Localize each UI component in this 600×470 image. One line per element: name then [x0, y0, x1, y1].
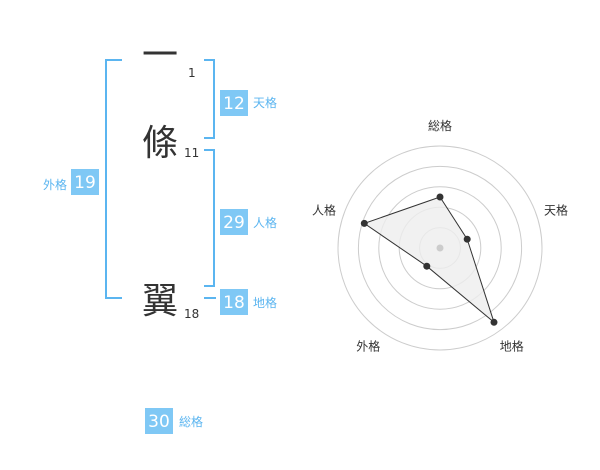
radar-center-dot — [436, 244, 444, 252]
chikaku-badge: 18 地格 — [220, 289, 277, 315]
name-char-2-strokes: 11 — [184, 146, 199, 160]
gaikaku-value: 19 — [74, 173, 96, 193]
jinkaku-bracket — [204, 149, 215, 287]
jinkaku-badge: 29 人格 — [220, 209, 277, 235]
gaikaku-badge: 外格 19 — [43, 169, 99, 195]
tenkaku-value: 12 — [223, 94, 245, 114]
radar-point-0 — [436, 193, 444, 201]
radar-points — [360, 193, 498, 326]
name-char-3-strokes: 18 — [184, 307, 199, 321]
radar-axis-label-0: 総格 — [428, 118, 452, 133]
jinkaku-badge-bg — [220, 209, 248, 235]
radar-axis-label-3: 外格 — [356, 339, 380, 354]
name-char-2: 條 — [142, 123, 178, 164]
radar-ring-3 — [378, 186, 502, 310]
radar-ring-4 — [357, 165, 523, 331]
chikaku-badge-bg — [220, 289, 248, 315]
gaikaku-bracket — [105, 59, 122, 299]
chikaku-value: 18 — [223, 293, 245, 313]
jinkaku-value: 29 — [223, 213, 245, 233]
soukaku-label: 総格 — [179, 414, 203, 429]
tenkaku-label: 天格 — [253, 95, 277, 110]
tenkaku-badge: 12 天格 — [220, 90, 277, 116]
name-char-1: 一 — [142, 35, 178, 76]
radar-axis-label-1: 天格 — [544, 202, 568, 217]
jinkaku-label: 人格 — [253, 215, 277, 230]
radar-polygon — [363, 196, 496, 324]
radar-point-2 — [490, 318, 498, 326]
soukaku-badge: 30 総格 — [145, 408, 203, 434]
radar-point-4 — [360, 219, 368, 227]
soukaku-badge-bg — [145, 408, 173, 434]
gaikaku-label: 外格 — [43, 177, 67, 192]
soukaku-value: 30 — [148, 412, 170, 432]
tenkaku-badge-bg — [220, 90, 248, 116]
chikaku-label: 地格 — [253, 295, 277, 310]
radar-axis-label-4: 人格 — [312, 202, 336, 217]
radar-point-1 — [463, 235, 471, 243]
name-char-1-strokes: 1 — [188, 66, 196, 80]
tenkaku-bracket — [204, 59, 215, 139]
radar-point-3 — [423, 262, 431, 270]
radar-axis-label-2: 地格 — [500, 339, 524, 354]
radar-ring-5 — [337, 145, 543, 351]
name-char-3: 翼 — [142, 281, 178, 322]
gaikaku-badge-bg — [71, 169, 99, 195]
